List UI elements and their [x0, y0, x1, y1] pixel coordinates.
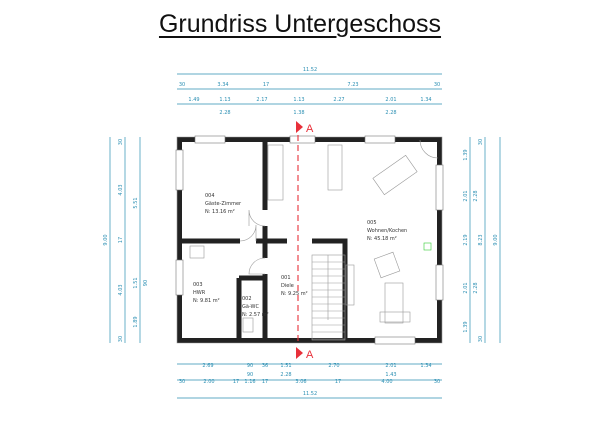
- dim-text: 2.28: [473, 282, 479, 293]
- room-004: 004 Gäste-Zimmer N: 13.16 m²: [205, 193, 242, 215]
- dim-text: 30: [179, 82, 185, 88]
- section-label-top: A: [306, 123, 314, 135]
- dim-text: 1.49: [188, 97, 199, 103]
- dim-text: 1.13: [219, 97, 230, 103]
- dim-bottom-total: 11.52: [303, 391, 317, 397]
- dim-text: 17: [118, 237, 124, 243]
- room-area: N: 13.16 m²: [205, 209, 235, 215]
- dim-text: 1.39: [463, 149, 469, 160]
- room-number: 003: [193, 282, 203, 288]
- dim-text: 1.51: [133, 277, 139, 288]
- dim-text: 2.19: [463, 234, 469, 245]
- room-name: Wohnen/Kochen: [367, 228, 407, 234]
- dim-text: 30: [179, 379, 185, 385]
- dim-text: 30: [478, 139, 484, 145]
- room-area: N: 2.57 m²: [242, 312, 269, 318]
- section-marker-bottom: [296, 347, 303, 359]
- dim-right-total: 9.00: [493, 234, 499, 245]
- dim-text: 17: [263, 82, 269, 88]
- dim-text: 2.01: [385, 97, 396, 103]
- dim-text: 30: [118, 336, 124, 342]
- dim-text: 1.43: [385, 372, 396, 378]
- dim-text: 30: [118, 139, 124, 145]
- dim-text: 2.70: [328, 363, 339, 369]
- dim-text: 8.23: [478, 234, 484, 245]
- room-area: N: 9.25 m²: [281, 291, 308, 297]
- dim-text: 36: [262, 363, 268, 369]
- windows: [175, 135, 444, 345]
- room-005: 005 Wohnen/Kochen N: 45.18 m²: [367, 220, 407, 242]
- dim-text: 2.01: [463, 190, 469, 201]
- dim-text: 2.01: [385, 363, 396, 369]
- room-003: 003 HWR N: 9.81 m²: [193, 282, 220, 304]
- dim-text: 1.13: [293, 97, 304, 103]
- doors: [239, 139, 439, 275]
- page-title: Grundriss Untergeschoss: [158, 10, 442, 38]
- dim-text: 2.69: [202, 363, 213, 369]
- dim-text: 17: [233, 379, 239, 385]
- dim-text: 2.01: [463, 282, 469, 293]
- furniture: [189, 144, 432, 333]
- room-number: 005: [367, 220, 377, 226]
- dim-text: 90: [247, 372, 253, 378]
- dim-left-total: 9.00: [103, 234, 109, 245]
- room-name: Diele: [281, 283, 294, 289]
- dim-text: 3.34: [217, 82, 228, 88]
- dim-text: 1.16: [244, 379, 255, 385]
- dim-text: 1.34: [420, 97, 431, 103]
- dim-text: 7.23: [347, 82, 358, 88]
- room-number: 004: [205, 193, 215, 199]
- dim-text: 1.89: [133, 316, 139, 327]
- dim-text: 4.00: [381, 379, 392, 385]
- dim-text: 1.38: [293, 110, 304, 116]
- section-marker-top: [296, 121, 303, 133]
- dim-text: 5.51: [133, 197, 139, 208]
- dim-text: 2.28: [280, 372, 291, 378]
- dim-text: 1.51: [280, 363, 291, 369]
- dim-text: 30: [478, 336, 484, 342]
- room-number: 001: [281, 275, 291, 281]
- dim-text: 30: [434, 379, 440, 385]
- dim-text: 1.39: [463, 321, 469, 332]
- room-name: Gäste-Zimmer: [205, 201, 242, 207]
- dim-top-total: 11.52: [303, 67, 317, 73]
- section-label-bottom: A: [306, 349, 314, 361]
- dimension-lines: [109, 73, 501, 399]
- dim-text: 30: [434, 82, 440, 88]
- room-name: HWR: [193, 290, 206, 296]
- dim-text: 2.28: [473, 190, 479, 201]
- dim-text: 17: [335, 379, 341, 385]
- room-002: 002 Gä-WC N: 2.57 m²: [242, 296, 269, 318]
- room-area: N: 45.18 m²: [367, 236, 397, 242]
- dim-text: 4.03: [118, 284, 124, 295]
- room-name: Gä-WC: [242, 304, 259, 310]
- dim-text: 2.28: [219, 110, 230, 116]
- room-area: N: 9.81 m²: [193, 298, 220, 304]
- dim-text: 2.28: [385, 110, 396, 116]
- dim-text: 2.00: [203, 379, 214, 385]
- staircase: [311, 254, 346, 341]
- dim-text: 4.03: [118, 184, 124, 195]
- room-001: 001 Diele N: 9.25 m²: [281, 275, 308, 297]
- dim-text: 17: [262, 379, 268, 385]
- room-number: 002: [242, 296, 252, 302]
- dim-text: 2.27: [333, 97, 344, 103]
- dim-text: 1.34: [420, 363, 431, 369]
- dim-text: 90: [247, 363, 253, 369]
- dim-text: 90: [143, 280, 149, 286]
- dim-text: 3.06: [295, 379, 306, 385]
- dim-text: 2.17: [256, 97, 267, 103]
